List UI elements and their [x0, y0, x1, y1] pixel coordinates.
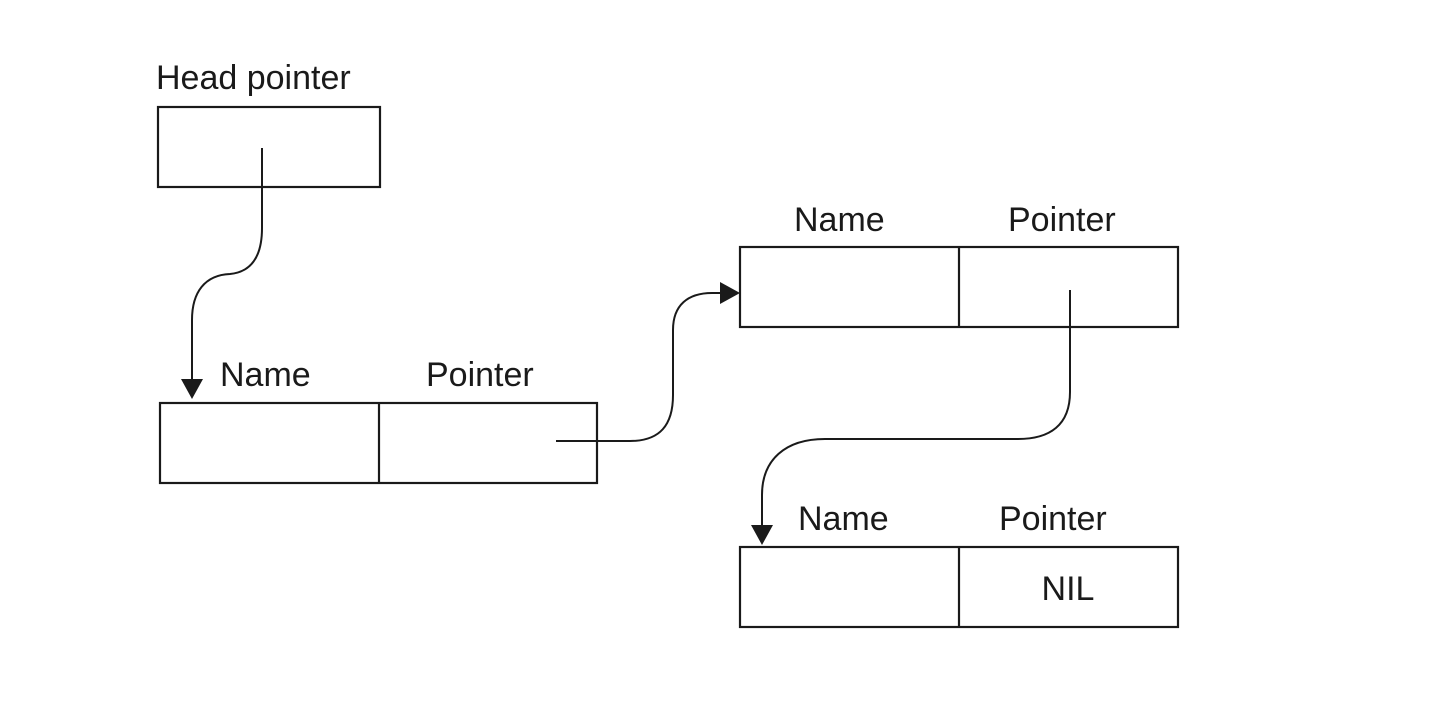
node-1-name-label: Name — [220, 356, 311, 394]
node-2-pointer-label: Pointer — [1008, 201, 1116, 239]
list-node-1: Name Pointer — [158, 356, 599, 485]
node-2-name-label: Name — [794, 201, 885, 239]
list-node-2: Name Pointer — [738, 201, 1180, 329]
node-3-pointer-value: NIL — [1042, 570, 1095, 608]
node-3-pointer-label: Pointer — [999, 500, 1107, 538]
head-pointer: Head pointer — [156, 59, 382, 189]
node-1-pointer-label: Pointer — [426, 356, 534, 394]
arrow-head-to-node-1-line — [191, 148, 263, 384]
arrow-node-2-to-node-3 — [751, 290, 1071, 545]
arrow-node-2-to-node-3-line — [761, 290, 1071, 529]
arrow-node-2-to-node-3-tip — [751, 525, 773, 545]
arrow-head-to-node-1 — [181, 148, 263, 399]
arrow-node-1-to-node-2-line — [556, 292, 724, 442]
node-3-name-label: Name — [798, 500, 889, 538]
arrow-node-1-to-node-2 — [556, 282, 740, 442]
arrow-head-to-node-1-tip — [181, 379, 203, 399]
arrow-node-1-to-node-2-tip — [720, 282, 740, 304]
head-pointer-box — [156, 105, 382, 189]
list-node-3: Name Pointer NIL — [738, 500, 1180, 629]
head-pointer-label: Head pointer — [156, 59, 351, 97]
